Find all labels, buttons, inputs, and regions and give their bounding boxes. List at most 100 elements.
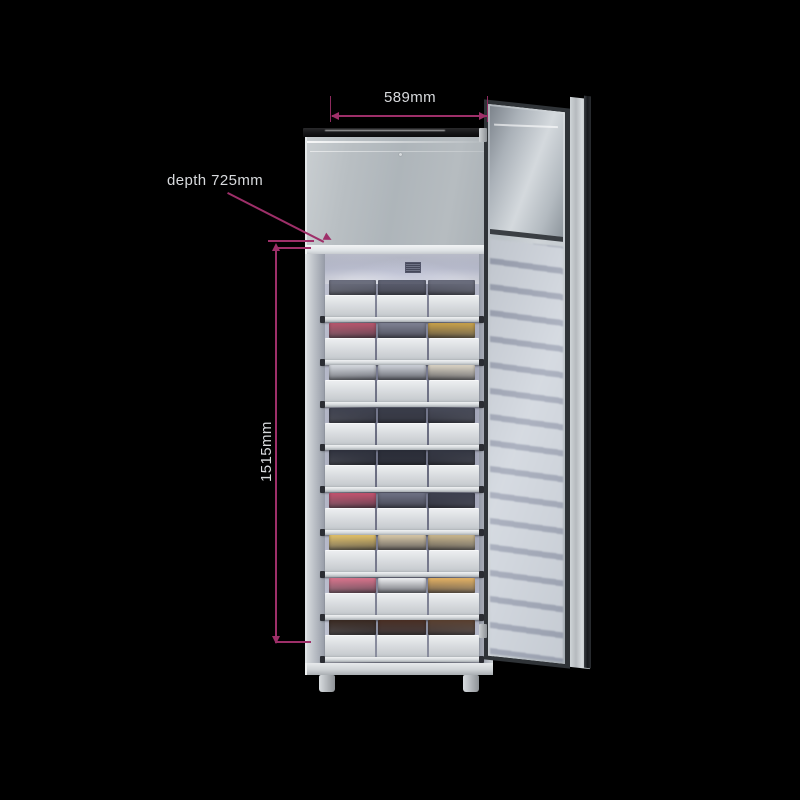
tray-4-1[interactable] xyxy=(325,422,375,447)
height-ext-line-bottom xyxy=(275,641,311,643)
tray-3-2[interactable] xyxy=(377,380,427,405)
height-ext-line-top xyxy=(275,247,311,249)
product-item-3-2 xyxy=(378,365,426,381)
tray-9-1[interactable] xyxy=(325,635,375,660)
glass-door[interactable] xyxy=(479,95,591,690)
foot-right xyxy=(463,675,479,692)
width-arrow-left xyxy=(331,112,339,120)
tray-1-3[interactable] xyxy=(429,295,479,319)
shelf-rail-3 xyxy=(320,401,484,409)
tray-3-1[interactable] xyxy=(325,380,375,405)
product-item-3-1 xyxy=(329,365,377,381)
interior-wall-left xyxy=(307,254,329,663)
tray-5-2[interactable] xyxy=(377,465,427,490)
shelf-rail-7 xyxy=(320,571,484,579)
product-item-4-3 xyxy=(427,407,475,423)
tray-3-3[interactable] xyxy=(429,380,479,405)
fascia-screw xyxy=(399,153,402,156)
width-arrow-right xyxy=(479,112,487,120)
shelf-5-tray-row xyxy=(325,465,479,490)
tray-8-3[interactable] xyxy=(429,592,479,617)
tray-2-1[interactable] xyxy=(325,337,375,362)
tray-6-3[interactable] xyxy=(429,507,479,532)
shelf-4-goods xyxy=(329,407,475,423)
shelf-rail-2 xyxy=(320,358,484,366)
tray-8-2[interactable] xyxy=(377,592,427,617)
product-item-1-1 xyxy=(329,280,377,295)
product-item-2-3 xyxy=(427,322,475,338)
shelf-9-goods xyxy=(329,620,475,636)
product-item-7-1 xyxy=(329,535,377,551)
shelf-rail-4 xyxy=(320,443,484,451)
width-dimension-label: 589mm xyxy=(384,89,437,106)
product-item-4-1 xyxy=(329,407,377,423)
product-item-8-3 xyxy=(427,577,475,593)
shelf-8-goods xyxy=(329,577,475,593)
door-outer-edge xyxy=(584,95,591,669)
product-item-9-1 xyxy=(329,620,377,636)
shelf-4-tray-row xyxy=(325,422,479,447)
tray-9-3[interactable] xyxy=(429,635,479,660)
shelf-7-tray-row xyxy=(325,550,479,575)
product-item-6-3 xyxy=(427,492,475,508)
shelf-3-tray-row xyxy=(325,380,479,405)
crown-highlight xyxy=(325,129,445,132)
product-item-5-2 xyxy=(378,450,426,466)
hinge-bottom xyxy=(479,624,487,638)
height-dimension-label: 1515mm xyxy=(258,421,275,482)
shelf-9-tray-row xyxy=(325,635,479,660)
tray-5-3[interactable] xyxy=(429,465,479,490)
tray-2-3[interactable] xyxy=(429,337,479,362)
tray-4-3[interactable] xyxy=(429,422,479,447)
shelf-1-goods xyxy=(329,280,475,295)
tray-6-1[interactable] xyxy=(325,507,375,532)
shelf-stack xyxy=(320,280,484,663)
product-item-8-2 xyxy=(378,577,426,593)
product-item-9-2 xyxy=(378,620,426,636)
tray-2-2[interactable] xyxy=(377,337,427,362)
tray-7-1[interactable] xyxy=(325,550,375,575)
tray-5-1[interactable] xyxy=(325,465,375,490)
product-item-5-3 xyxy=(427,450,475,466)
height-arrow-bottom xyxy=(272,636,280,644)
interior-light-strip xyxy=(305,245,493,254)
tray-1-2[interactable] xyxy=(377,295,427,319)
product-item-2-1 xyxy=(329,322,377,338)
tray-1-1[interactable] xyxy=(325,295,375,319)
shelf-rail-9 xyxy=(320,656,484,663)
product-item-4-2 xyxy=(378,407,426,423)
tray-6-2[interactable] xyxy=(377,507,427,532)
door-glass-upper-pane xyxy=(490,105,563,242)
shelf-2-tray-row xyxy=(325,337,479,362)
shelf-6-tray-row xyxy=(325,507,479,532)
product-item-1-3 xyxy=(427,280,475,295)
width-ext-line-left xyxy=(330,96,332,122)
height-dimension-line xyxy=(275,247,277,643)
product-item-6-1 xyxy=(329,492,377,508)
depth-dimension-label: depth 725mm xyxy=(167,172,264,189)
upper-fascia-panel xyxy=(305,137,493,245)
product-item-2-2 xyxy=(378,322,426,338)
shelf-6-goods xyxy=(329,492,475,508)
shelf-3-goods xyxy=(329,365,475,381)
width-ext-line-right xyxy=(487,96,489,122)
shelf-7-goods xyxy=(329,535,475,551)
door-leaf xyxy=(484,99,570,669)
shelf-rail-5 xyxy=(320,486,484,494)
hinge-top xyxy=(479,128,487,142)
tray-9-2[interactable] xyxy=(377,635,427,660)
tray-8-1[interactable] xyxy=(325,592,375,617)
tray-7-2[interactable] xyxy=(377,550,427,575)
product-item-6-2 xyxy=(378,492,426,508)
tray-4-2[interactable] xyxy=(377,422,427,447)
product-item-8-1 xyxy=(329,577,377,593)
door-glass-main-pane xyxy=(490,238,563,662)
shelf-1-tray-row xyxy=(325,295,479,319)
tray-7-3[interactable] xyxy=(429,550,479,575)
refrigerator-cabinet xyxy=(303,128,497,692)
top-capping xyxy=(303,128,497,137)
shelf-5-goods xyxy=(329,450,475,466)
width-dimension-line xyxy=(332,115,487,117)
base-plinth xyxy=(305,663,493,675)
